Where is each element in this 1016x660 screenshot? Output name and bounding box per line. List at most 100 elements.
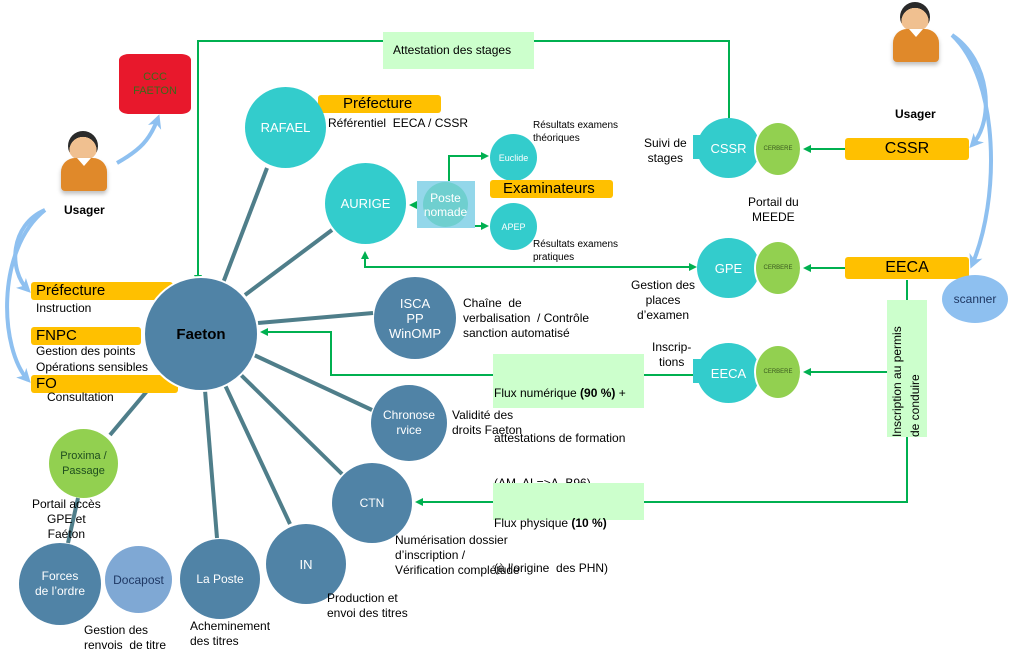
band-prefecture-left-title: Préfecture <box>36 282 106 299</box>
spoke-isca <box>257 311 374 325</box>
user-right-label: Usager <box>895 107 936 121</box>
node-in-desc: Production et envoi des titres <box>327 591 408 620</box>
node-poste-nomade-label: Poste nomade <box>423 190 468 219</box>
note-inscription <box>887 300 927 437</box>
cerbere-cssr[interactable]: CERBERE <box>754 121 802 177</box>
node-chronoservice[interactable]: Chronose rvice <box>371 385 447 461</box>
node-la-poste-label: La Poste <box>196 572 244 586</box>
user-icon <box>900 2 930 32</box>
node-forces-ordre[interactable]: Forces de l’ordre <box>19 543 101 625</box>
ccc-faeton-box: CCC FAETON <box>119 54 191 114</box>
node-poste-nomade[interactable]: Poste nomade <box>423 182 468 227</box>
node-ctn[interactable]: CTN <box>332 463 412 543</box>
node-chronoservice-label: Chronose rvice <box>382 408 436 437</box>
band-cssr-right-label: CSSR <box>884 140 930 157</box>
note-flux-numerique <box>493 354 644 408</box>
user-arrow-prefecture <box>13 208 46 293</box>
node-apep-desc: Résultats examens pratiques <box>533 239 619 263</box>
portal-eeca-label: EECA <box>710 365 747 381</box>
hub-spokes <box>66 167 374 544</box>
portal-gpe[interactable]: GPE <box>697 238 760 298</box>
band-prefecture-left-desc: Instruction <box>36 301 92 315</box>
node-docapost[interactable]: Docapost <box>105 546 172 613</box>
cerbere-gpe-label: CERBERE <box>763 265 793 271</box>
portal-gpe-label: GPE <box>714 260 743 276</box>
band-cssr-right[interactable] <box>845 138 969 160</box>
portal-cssr-desc: Suivi de stages <box>644 136 687 165</box>
spoke-aurige <box>243 228 334 297</box>
node-forces-ordre-label: Forces de l’ordre <box>34 569 86 598</box>
user-arrow-fo <box>5 208 47 383</box>
node-docapost-label: Docapost <box>113 572 164 587</box>
user-right <box>888 0 944 66</box>
user-icon <box>68 131 98 161</box>
cerbere-gpe[interactable]: CERBERE <box>754 240 802 296</box>
scanner[interactable]: scanner <box>942 275 1008 323</box>
portal-cssr-label: CSSR <box>710 140 747 156</box>
user-arrow-ccc <box>116 114 162 165</box>
node-chronoservice-desc: Validité des droits Faeton <box>452 408 523 437</box>
user-left <box>56 128 112 198</box>
band-eeca-right[interactable] <box>845 257 969 279</box>
spoke-ctn <box>239 373 344 476</box>
cerbere-eeca[interactable]: CERBERE <box>754 344 802 400</box>
node-in-label: IN <box>299 556 313 572</box>
cerbere-cssr-label: CERBERE <box>763 146 793 152</box>
band-examinateurs <box>490 180 613 198</box>
note-flux-physique-text: Flux physique (10 %) (à l’origine des PH… <box>494 516 609 575</box>
scanner-label: scanner <box>953 292 997 306</box>
node-ctn-desc: Numérisation dossier d’inscription / Vér… <box>395 533 520 577</box>
node-proxima-label: Proxima / Passage <box>60 449 107 477</box>
node-apep[interactable]: APEP <box>490 203 537 250</box>
user-left-label: Usager <box>64 203 105 217</box>
node-rafael[interactable]: RAFAEL <box>245 87 326 168</box>
note-attestation <box>383 32 534 69</box>
spoke-la-poste <box>203 389 219 539</box>
portal-cssr[interactable]: CSSR <box>697 118 760 178</box>
user-arrow-cssr <box>950 33 988 148</box>
node-proxima-desc: Portail accès GPE et Faéton <box>32 497 101 541</box>
band-fnpc <box>31 327 141 345</box>
user-arrow-eeca <box>950 33 993 269</box>
node-rafael-label: RAFAEL <box>260 120 311 135</box>
note-attestation-label: Attestation des stages <box>393 43 512 57</box>
band-fo-title: FO <box>36 375 57 392</box>
node-proxima[interactable]: Proxima / Passage <box>49 429 118 498</box>
band-fnpc-desc: Gestion des points Opérations sensibles <box>36 344 149 374</box>
portal-eeca-desc: Inscrip- tions <box>652 340 692 369</box>
band-fo-desc: Consultation <box>47 390 114 404</box>
spoke-in <box>223 384 292 525</box>
node-isca[interactable]: ISCA PP WinOMP <box>374 277 456 359</box>
node-euclide-label: Euclide <box>498 152 529 163</box>
portal-eeca[interactable]: EECA <box>697 343 760 403</box>
node-euclide[interactable]: Euclide <box>490 134 537 181</box>
node-isca-desc: Chaîne de verbalisation / Contrôle sanct… <box>463 296 590 340</box>
node-apep-label: APEP <box>501 221 526 232</box>
band-fnpc-title: FNPC <box>36 327 77 344</box>
node-in[interactable]: IN <box>266 524 346 604</box>
node-la-poste-desc: Acheminement des titres <box>190 619 271 648</box>
node-la-poste[interactable]: La Poste <box>180 539 260 619</box>
node-isca-label: ISCA PP WinOMP <box>389 295 441 341</box>
node-ctn-label: CTN <box>359 496 385 510</box>
band-prefecture-rafael-title: Préfecture <box>343 95 413 112</box>
band-examinateurs-title: Examinateurs <box>503 180 595 197</box>
spoke-chronoservice <box>253 353 373 412</box>
hub-faeton-label: Faeton <box>176 325 226 343</box>
node-euclide-desc: Résultats examens théoriques <box>533 120 619 144</box>
note-flux-physique <box>493 483 644 520</box>
note-inscription-label: Inscription au permis de conduire <box>890 326 922 437</box>
node-rafael-desc: Référentiel EECA / CSSR <box>328 116 469 130</box>
node-docapost-desc: Gestion des renvois de titre <box>84 623 167 652</box>
hub-faeton[interactable]: Faeton <box>143 276 259 392</box>
band-fo <box>31 375 178 393</box>
spoke-rafael <box>221 167 269 284</box>
node-aurige[interactable]: AURIGE <box>325 163 406 244</box>
cerbere-eeca-label: CERBERE <box>763 369 793 375</box>
flow-gpe-aurige <box>361 251 695 268</box>
portal-gpe-desc: Gestion des places d’examen <box>631 278 696 322</box>
spoke-forces <box>66 497 80 544</box>
node-aurige-label: AURIGE <box>340 196 391 211</box>
portal-title: Portail du MEEDE <box>748 195 799 224</box>
